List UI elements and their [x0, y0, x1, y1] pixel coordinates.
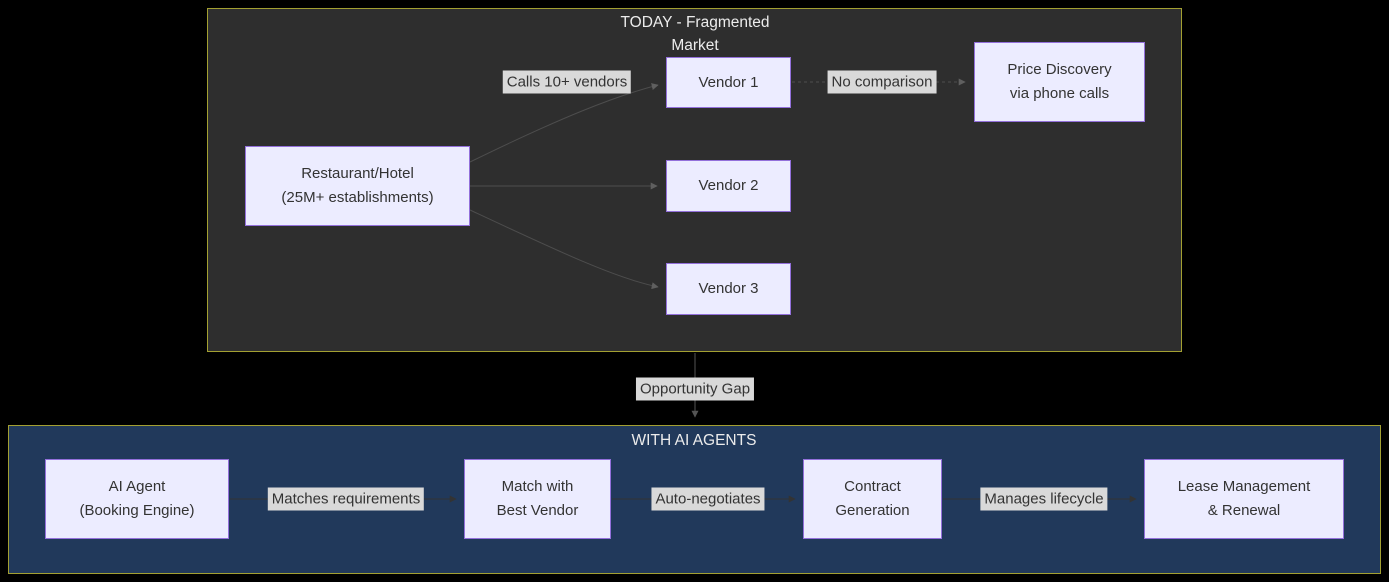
- node-vendor-3: Vendor 3: [666, 263, 791, 315]
- node-contract-generation: Contract Generation: [803, 459, 942, 539]
- edge-label-calls-10-vendors: Calls 10+ vendors: [502, 70, 632, 94]
- edge-label-matches-requirements: Matches requirements: [267, 487, 425, 511]
- agents-section-title: WITH AI AGENTS: [631, 432, 757, 449]
- node-vendor-1: Vendor 1: [666, 57, 791, 108]
- edge-label-no-comparison: No comparison: [827, 70, 937, 94]
- edge-label-manages-lifecycle: Manages lifecycle: [980, 487, 1108, 511]
- node-ai-agent-booking-engine: AI Agent (Booking Engine): [45, 459, 229, 539]
- node-lease-management-renewal: Lease Management & Renewal: [1144, 459, 1344, 539]
- edge-label-auto-negotiates: Auto-negotiates: [651, 487, 765, 511]
- edge-label-opportunity-gap: Opportunity Gap: [635, 377, 755, 401]
- node-restaurant-hotel: Restaurant/Hotel (25M+ establishments): [245, 146, 470, 226]
- today-section-title: TODAY - Fragmented Market: [620, 14, 770, 54]
- node-price-discovery: Price Discovery via phone calls: [974, 42, 1145, 122]
- node-match-with-best-vendor: Match with Best Vendor: [464, 459, 611, 539]
- node-vendor-2: Vendor 2: [666, 160, 791, 212]
